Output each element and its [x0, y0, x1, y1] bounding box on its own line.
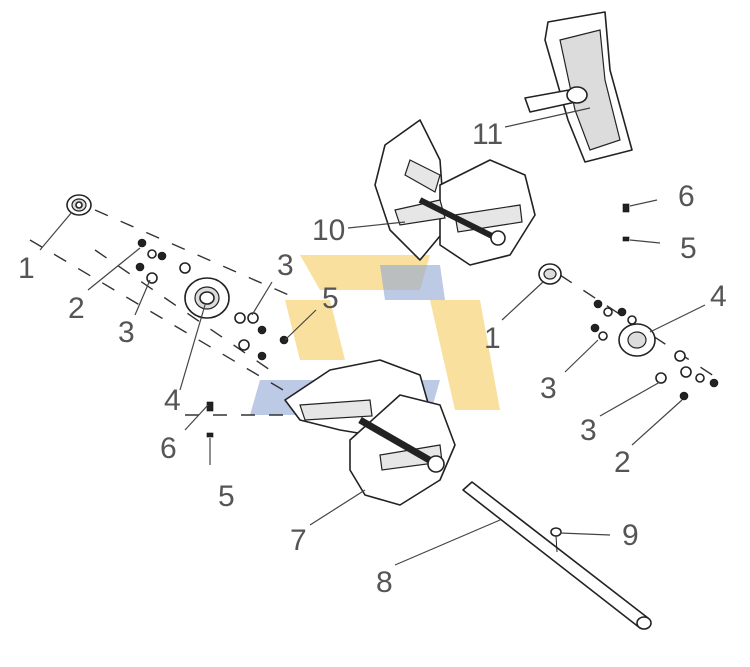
- part-1-left-bearing: [66, 194, 92, 216]
- label-part-4-left: 4: [164, 384, 181, 417]
- part-1-right-bearing: [538, 263, 562, 285]
- part-labels: 1 2 3 3 4 5 6 5 7 8 9 10 11 6 5 1 4 3 3 …: [18, 118, 727, 599]
- right-hardware-nuts-washers: [590, 203, 719, 401]
- part-4-left-flange: [184, 277, 230, 319]
- left-hardware-nuts-washers: [135, 238, 289, 438]
- label-part-5-left: 5: [218, 480, 235, 513]
- label-part-4-right: 4: [710, 280, 727, 313]
- label-part-3-center: 3: [277, 249, 294, 282]
- label-part-9: 9: [622, 519, 639, 552]
- leader-lines: [39, 107, 706, 566]
- label-part-1-left: 1: [18, 252, 35, 285]
- label-part-3-right-b: 3: [580, 414, 597, 447]
- part-8-shaft: [462, 481, 652, 630]
- label-part-6-left: 6: [160, 432, 177, 465]
- label-part-5-center: 5: [322, 282, 339, 315]
- part-9-pin: [550, 527, 562, 553]
- label-part-3-right-a: 3: [540, 372, 557, 405]
- label-part-1-right: 1: [484, 322, 501, 355]
- label-part-11: 11: [472, 118, 503, 151]
- label-part-8: 8: [376, 566, 393, 599]
- part-10-upper-auger: [374, 119, 536, 266]
- label-part-2-left: 2: [68, 292, 85, 325]
- part-7-lower-auger: [284, 359, 456, 506]
- label-part-3-left: 3: [118, 316, 135, 349]
- part-11-chute-housing: [524, 11, 633, 163]
- label-part-10: 10: [312, 214, 345, 247]
- label-part-5-right: 5: [680, 232, 697, 265]
- label-part-6-right: 6: [678, 180, 695, 213]
- part-4-right-flange: [618, 323, 656, 357]
- label-part-7: 7: [290, 524, 307, 557]
- label-part-2-right: 2: [614, 446, 631, 479]
